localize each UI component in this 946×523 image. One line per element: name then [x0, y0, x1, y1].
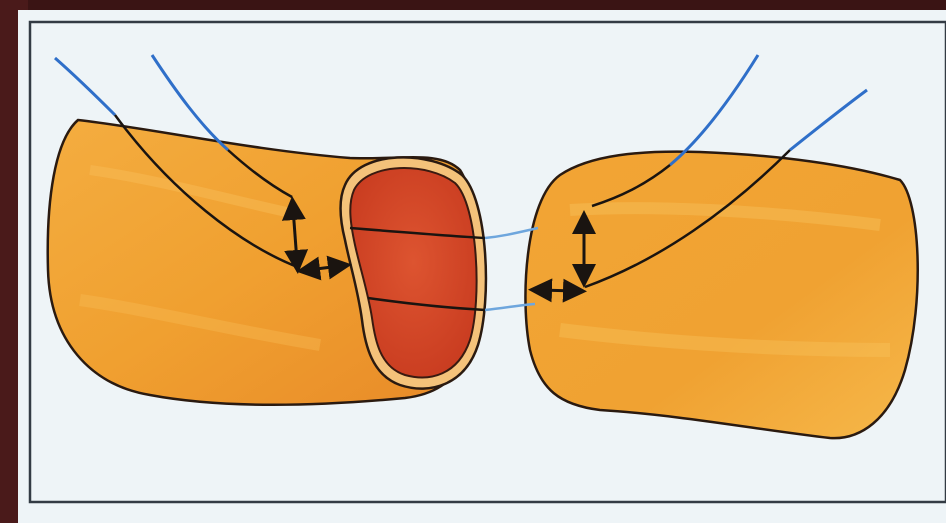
right-bowel-segment — [525, 152, 917, 439]
arrow-right-horizontal — [540, 290, 575, 291]
